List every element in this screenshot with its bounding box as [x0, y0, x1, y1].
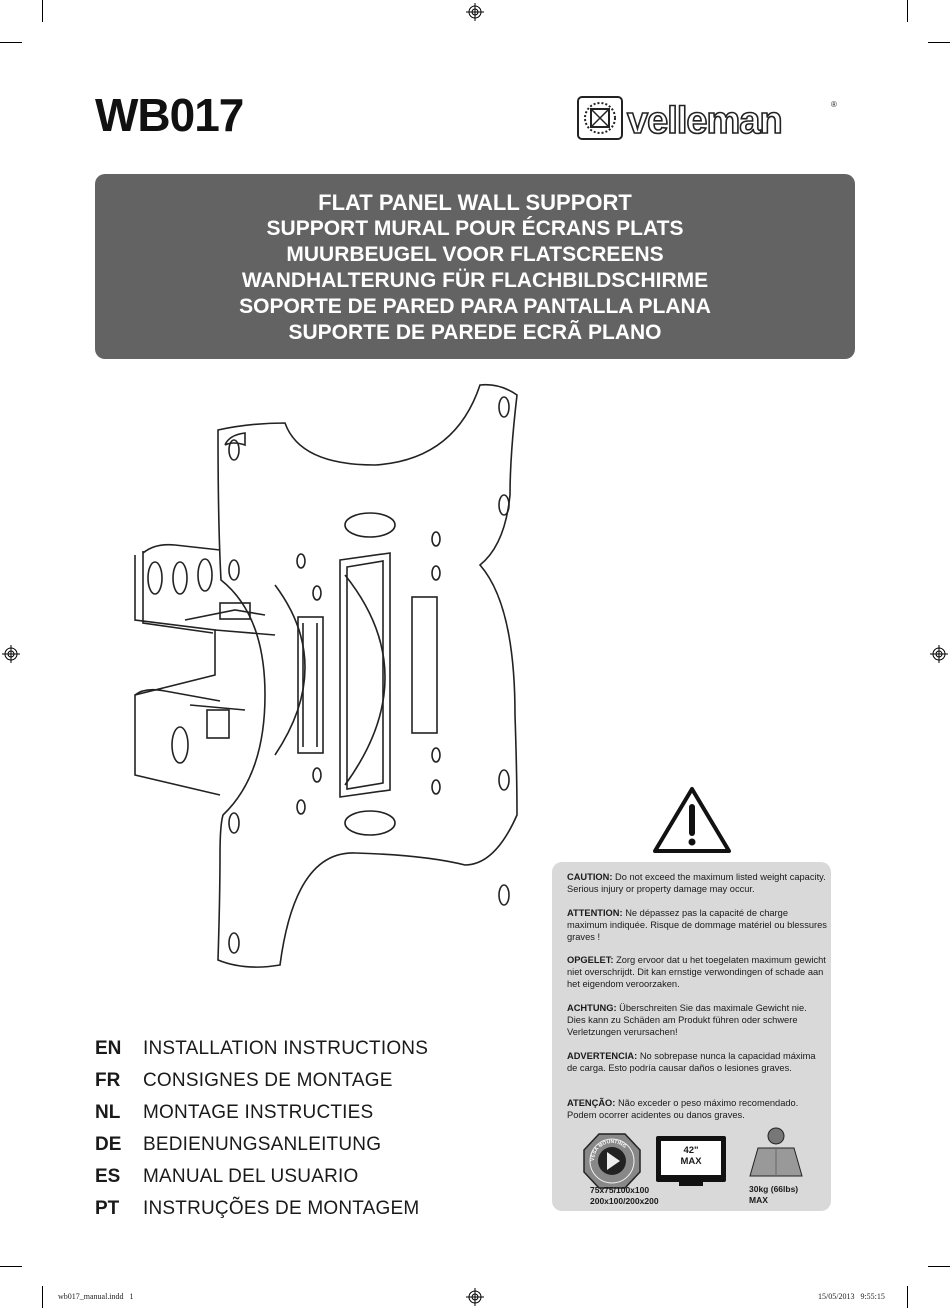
screen-stand: [679, 1182, 703, 1186]
warning-text: Não exceder o peso máximo recomendado. P…: [567, 1098, 799, 1120]
warning-de: ACHTUNG: Überschreiten Sie das maximale …: [567, 1002, 827, 1038]
screen-size-icon: 42" MAX: [656, 1136, 726, 1182]
warning-label: CAUTION:: [567, 872, 613, 882]
warning-text: Do not exceed the maximum listed weight …: [567, 872, 826, 894]
screen-max: MAX: [680, 1156, 702, 1167]
warning-label: ATTENTION:: [567, 908, 623, 918]
language-row-pt: PT INSTRUÇÕES DE MONTAGEM: [95, 1193, 428, 1225]
weight-value: 30kg (66lbs): [749, 1184, 799, 1194]
language-list: EN INSTALLATION INSTRUCTIONS FR CONSIGNE…: [95, 1033, 428, 1225]
title-en: FLAT PANEL WALL SUPPORT: [318, 190, 632, 215]
title-band: FLAT PANEL WALL SUPPORT SUPPORT MURAL PO…: [95, 174, 855, 359]
warning-text: Zorg ervoor dat u het toegelaten maximum…: [567, 955, 826, 989]
title-pt: SUPORTE DE PAREDE ECRÃ PLANO: [288, 321, 662, 344]
language-title: CONSIGNES DE MONTAGE: [143, 1070, 393, 1091]
warning-triangle-icon: [653, 787, 731, 853]
crop-mark: [907, 0, 908, 22]
warning-label: ATENÇÃO:: [567, 1098, 616, 1108]
velleman-logo: velleman ®: [577, 96, 837, 141]
title-de: WANDHALTERUNG FÜR FLACHBILDSCHIRME: [241, 269, 709, 292]
language-row-fr: FR CONSIGNES DE MONTAGE: [95, 1065, 428, 1097]
warning-nl: OPGELET: Zorg ervoor dat u het toegelate…: [567, 954, 827, 990]
registration-mark-icon: [466, 3, 484, 21]
language-title: MANUAL DEL USUARIO: [143, 1166, 359, 1187]
crop-mark: [42, 0, 43, 22]
timestamp: 15/05/2013 9:55:15: [818, 1292, 885, 1301]
svg-text:velleman: velleman: [627, 100, 782, 141]
title-es: SOPORTE DE PARED PARA PANTALLA PLANA: [239, 295, 711, 318]
language-code: FR: [95, 1070, 121, 1091]
registration-mark-icon: [930, 645, 948, 663]
wall-bracket-illustration: [134, 383, 518, 968]
vesa-line-1: 75x75/100x100: [590, 1185, 650, 1195]
weight-caption: 30kg (66lbs)MAX: [749, 1184, 798, 1206]
warning-fr: ATTENTION: Ne dépassez pas la capacité d…: [567, 907, 827, 943]
crop-mark: [907, 1286, 908, 1308]
warning-es: ADVERTENCIA: No sobrepase nunca la capac…: [567, 1050, 827, 1074]
registration-mark-icon: [2, 645, 20, 663]
model-number: WB017: [95, 89, 244, 141]
crop-mark: [928, 1266, 950, 1267]
title-fr: SUPPORT MURAL POUR ÉCRANS PLATS: [266, 217, 684, 240]
language-row-es: ES MANUAL DEL USUARIO: [95, 1161, 428, 1193]
language-title: MONTAGE INSTRUCTIES: [143, 1102, 374, 1123]
crop-mark: [0, 1266, 22, 1267]
vesa-badge-icon: VESA MOUNTING: [583, 1133, 641, 1189]
title-nl: MUURBEUGEL VOOR FLATSCREENS: [286, 243, 664, 266]
screen-size: 42": [683, 1145, 699, 1156]
language-row-nl: NL MONTAGE INSTRUCTIES: [95, 1097, 428, 1129]
language-title: INSTALLATION INSTRUCTIONS: [143, 1038, 429, 1059]
language-row-en: EN INSTALLATION INSTRUCTIONS: [95, 1033, 428, 1065]
warning-text: Überschreiten Sie das maximale Gewicht n…: [567, 1003, 807, 1037]
warning-box: CAUTION: Do not exceed the maximum liste…: [552, 862, 831, 1211]
crop-mark: [928, 42, 950, 43]
crop-mark: [42, 1286, 43, 1308]
warning-label: OPGELET:: [567, 955, 614, 965]
language-code: DE: [95, 1134, 122, 1155]
language-code: PT: [95, 1198, 120, 1219]
vesa-line-2: 200x100/200x200: [590, 1196, 659, 1206]
weight-icon: [749, 1127, 803, 1177]
registration-mark-icon: [466, 1288, 484, 1306]
language-title: BEDIENUNGSANLEITUNG: [143, 1134, 382, 1155]
language-title: INSTRUÇÕES DE MONTAGEM: [143, 1198, 420, 1219]
language-row-de: DE BEDIENUNGSANLEITUNG: [95, 1129, 428, 1161]
language-code: ES: [95, 1166, 121, 1187]
warning-label: ADVERTENCIA:: [567, 1051, 638, 1061]
warning-text: Ne dépassez pas la capacité de charge ma…: [567, 908, 827, 942]
svg-text:®: ®: [831, 100, 837, 109]
warning-en: CAUTION: Do not exceed the maximum liste…: [567, 871, 827, 895]
file-info: wb017_manual.indd 1: [58, 1292, 134, 1301]
language-code: EN: [95, 1038, 122, 1059]
language-code: NL: [95, 1102, 121, 1123]
warning-label: ACHTUNG:: [567, 1003, 617, 1013]
crop-mark: [0, 42, 22, 43]
warning-pt: ATENÇÃO: Não exceder o peso máximo recom…: [567, 1097, 827, 1121]
warning-text: No sobrepase nunca la capacidad máxima d…: [567, 1051, 816, 1073]
weight-max: MAX: [749, 1195, 768, 1205]
